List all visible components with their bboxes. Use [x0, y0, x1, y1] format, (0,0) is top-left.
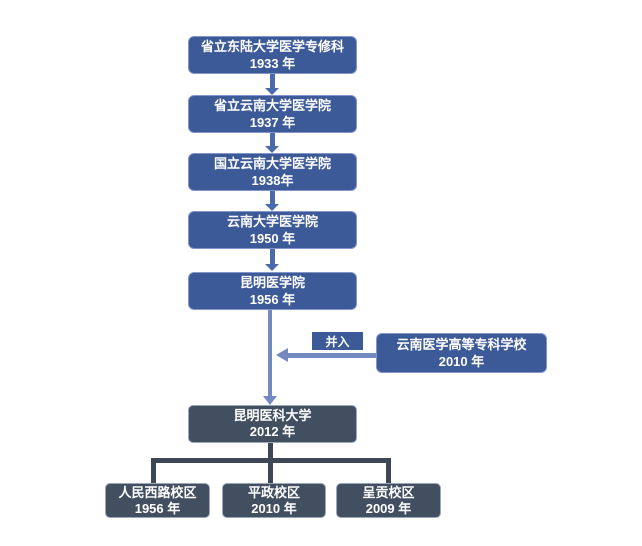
node-2012-kunming-medical-university: 昆明医科大学 2012 年: [188, 405, 357, 443]
node-year: 1937 年: [249, 115, 296, 130]
long-connector-line: [268, 310, 272, 396]
down-arrow-icon: [270, 191, 275, 204]
node-year: 1933 年: [249, 56, 296, 71]
branch-stub-line: [268, 443, 273, 459]
node-year: 1938年: [251, 173, 294, 188]
node-title: 呈贡校区: [362, 484, 415, 500]
node-title: 国立云南大学医学院: [213, 156, 331, 171]
node-title: 云南大学医学院: [226, 214, 318, 229]
down-arrowhead-icon: [265, 146, 279, 153]
node-1956-kunming-medical-college: 昆明医学院 1956 年: [188, 272, 357, 310]
node-year: 1956 年: [134, 500, 181, 516]
node-campus-pingzheng: 平政校区 2010 年: [222, 483, 326, 518]
node-year: 2010 年: [251, 500, 297, 516]
down-arrowhead-icon: [265, 264, 279, 271]
node-year: 2012 年: [249, 424, 296, 439]
node-title: 云南医学高等专科学校: [396, 337, 527, 352]
node-title: 平政校区: [247, 484, 300, 500]
node-1933-donglu-medical: 省立东陆大学医学专修科 1933 年: [188, 36, 357, 74]
merge-arrow-line: [288, 353, 378, 358]
node-title: 昆明医学院: [239, 275, 305, 290]
node-1950-yunnan-medical: 云南大学医学院 1950 年: [188, 211, 357, 249]
node-year: 1950 年: [249, 231, 296, 246]
branch-drop-left: [151, 458, 156, 483]
node-title: 人民西路校区: [118, 484, 197, 500]
node-campus-renminxilu: 人民西路校区 1956 年: [105, 483, 210, 518]
down-arrow-icon: [270, 74, 275, 88]
node-title: 省立云南大学医学院: [213, 98, 331, 113]
branch-drop-middle: [268, 458, 273, 483]
down-arrowhead-icon: [265, 88, 279, 95]
node-1937-provincial-yunnan: 省立云南大学医学院 1937 年: [188, 95, 357, 133]
down-arrowhead-icon: [265, 204, 279, 211]
merge-label: 并入: [312, 332, 363, 350]
node-2010-yunnan-medical-junior-college: 云南医学高等专科学校 2010 年: [376, 333, 547, 373]
node-1938-national-yunnan: 国立云南大学医学院 1938年: [188, 153, 357, 191]
long-connector-arrowhead-icon: [263, 396, 277, 405]
down-arrow-icon: [270, 133, 275, 146]
branch-drop-right: [386, 458, 391, 483]
node-title: 省立东陆大学医学专修科: [200, 39, 344, 54]
node-year: 2009 年: [365, 500, 412, 516]
merge-arrowhead-icon: [276, 348, 288, 362]
node-year: 1956 年: [249, 292, 296, 307]
node-campus-chenggong: 呈贡校区 2009 年: [336, 483, 441, 518]
merge-label-text: 并入: [325, 334, 350, 349]
down-arrow-icon: [270, 249, 275, 264]
node-title: 昆明医科大学: [233, 408, 312, 423]
node-year: 2010 年: [438, 354, 485, 369]
